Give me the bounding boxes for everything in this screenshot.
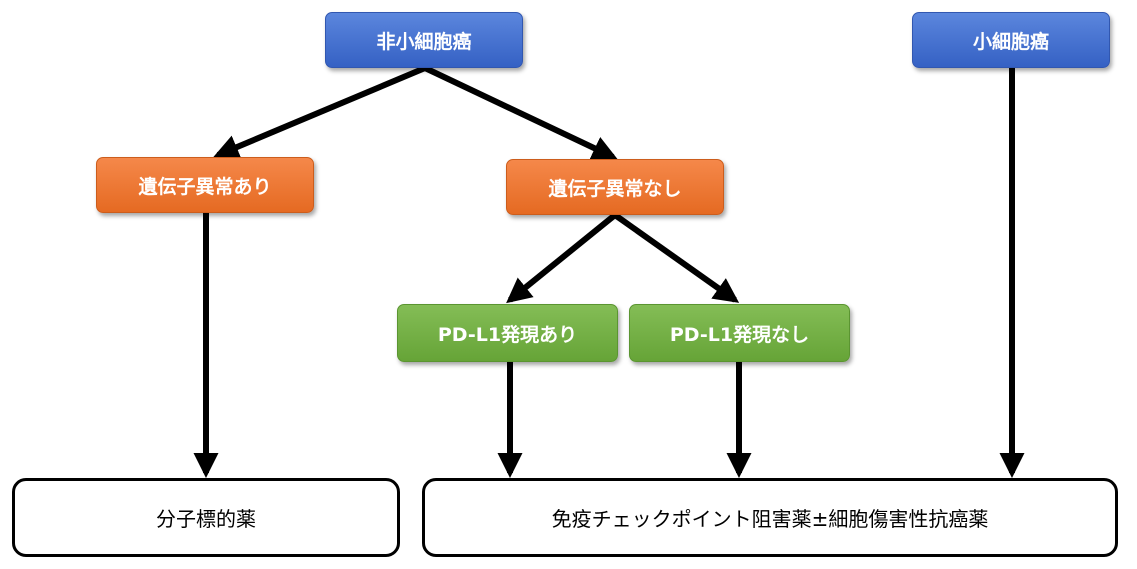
node-nsclc: 非小細胞癌 <box>325 12 523 68</box>
arrow-mutation-no-to-pdl1-no <box>613 212 740 303</box>
result-targeted-therapy: 分子標的薬 <box>12 478 400 557</box>
result-immunotherapy: 免疫チェックポイント阻害薬±細胞傷害性抗癌薬 <box>422 478 1118 557</box>
node-mutation-yes: 遺伝子異常あり <box>96 157 314 213</box>
node-mutation-no: 遺伝子異常なし <box>506 159 724 215</box>
node-pdl1-yes: PD-L1発現あり <box>397 304 618 362</box>
arrow-nsclc-to-mutation-no <box>423 65 618 160</box>
node-pdl1-no: PD-L1発現なし <box>629 304 850 362</box>
arrow-mutation-no-to-pdl1-yes <box>506 212 617 304</box>
arrow-nsclc-to-mutation-yes <box>213 65 427 159</box>
node-sclc: 小細胞癌 <box>912 12 1110 68</box>
